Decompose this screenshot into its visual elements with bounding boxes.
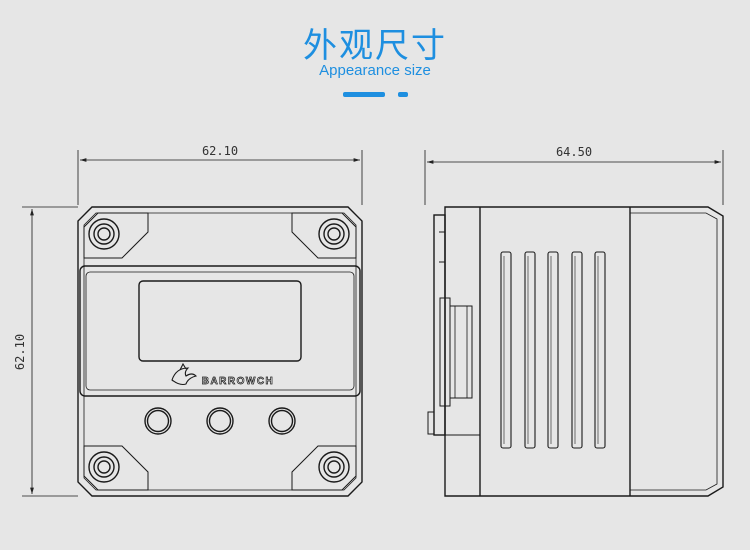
side-vents [500, 251, 606, 449]
screw-top-right [318, 218, 350, 250]
display-panel-frame [79, 265, 361, 397]
brand-logo-text: BARROWCH [202, 376, 275, 387]
display-panel-inner [85, 271, 355, 391]
side-outer-body [444, 206, 724, 497]
pad-bottom-left [83, 445, 149, 491]
side-cap-inner [630, 212, 718, 491]
screw-bottom-right [318, 451, 350, 483]
pad-top-left [83, 212, 149, 259]
side-connector-inner [449, 305, 473, 399]
page-subtitle: Appearance size [319, 62, 431, 79]
pad-top-right [291, 212, 357, 259]
pad-bottom-right [291, 445, 357, 491]
screw-top-left [88, 218, 120, 250]
front-view [22, 150, 363, 497]
title-underline-long [343, 92, 385, 97]
side-view [424, 150, 724, 497]
button-right [268, 407, 296, 435]
lcd-screen [138, 280, 302, 362]
title-underline-short [398, 92, 408, 97]
brand-logo-icon [171, 362, 198, 386]
front-width-label: 62.10 [202, 144, 238, 158]
side-depth-label: 64.50 [556, 145, 592, 159]
front-inner-edge [83, 212, 357, 491]
button-middle [206, 407, 234, 435]
side-front-plate [433, 214, 446, 436]
button-left [144, 407, 172, 435]
front-height-label: 62.10 [13, 334, 27, 370]
screw-bottom-left [88, 451, 120, 483]
page-title: 外观尺寸 [303, 26, 447, 66]
front-outer-body [77, 206, 363, 497]
